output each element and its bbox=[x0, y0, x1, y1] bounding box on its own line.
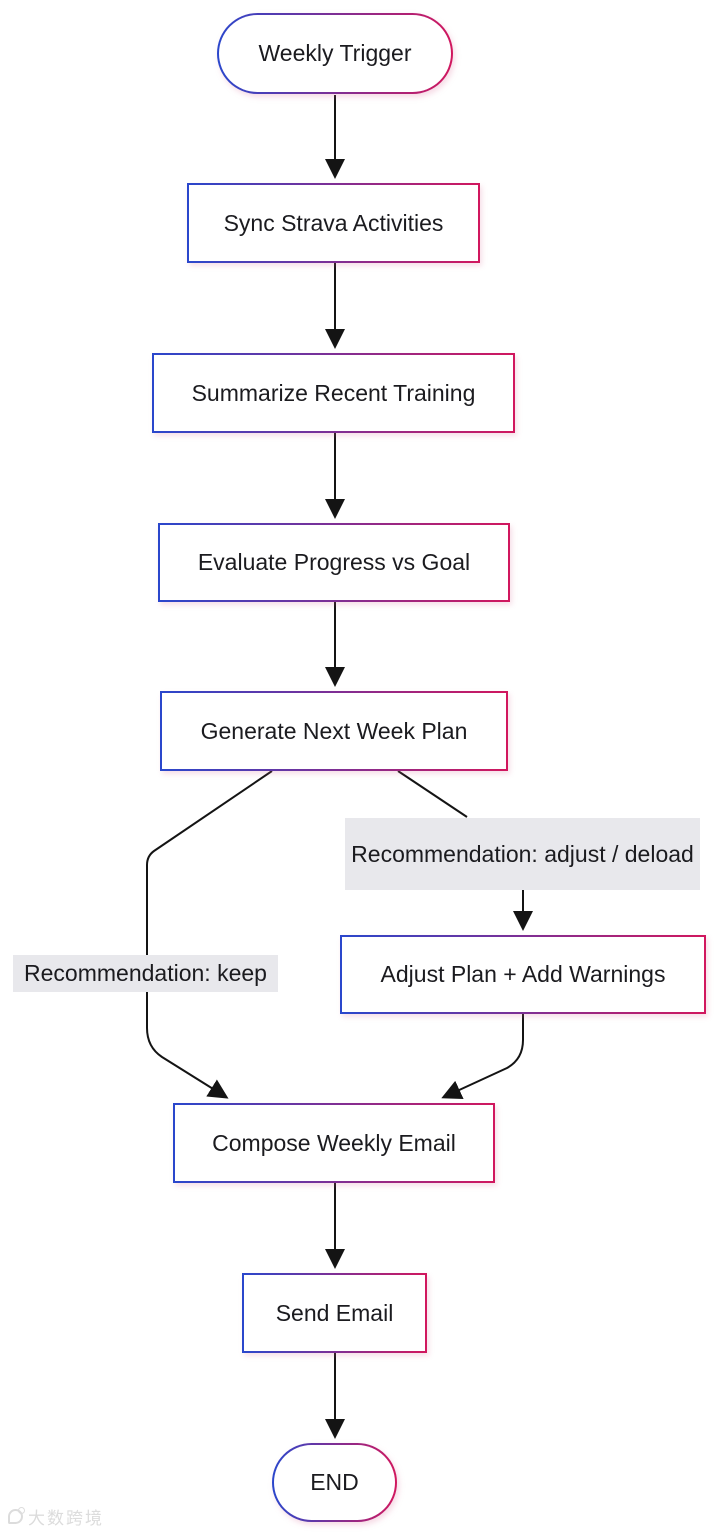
watermark-logo-icon bbox=[8, 1507, 25, 1524]
node-compose-weekly-email: Compose Weekly Email bbox=[173, 1103, 495, 1183]
node-generate-next-week-plan: Generate Next Week Plan bbox=[160, 691, 508, 771]
node-summarize-recent-training: Summarize Recent Training bbox=[152, 353, 515, 433]
node-send-email: Send Email bbox=[242, 1273, 427, 1353]
edge-label-recommendation-adjust-deload-text: Recommendation: adjust / deload bbox=[351, 841, 694, 867]
edge-generate-keep-to-compose bbox=[146, 770, 273, 1099]
node-evaluate-progress-vs-goal: Evaluate Progress vs Goal bbox=[158, 523, 510, 602]
edge-generate-to-adjust-label bbox=[397, 770, 468, 818]
watermark: 大数跨境 bbox=[8, 1504, 104, 1529]
node-sync-strava-activities: Sync Strava Activities bbox=[187, 183, 480, 263]
edge-adjust-to-compose bbox=[441, 1013, 524, 1099]
node-sync-strava-activities-label: Sync Strava Activities bbox=[223, 209, 444, 236]
edge-label-recommendation-keep-text: Recommendation: keep bbox=[24, 960, 267, 986]
node-send-email-label: Send Email bbox=[275, 1299, 394, 1326]
node-evaluate-progress-vs-goal-label: Evaluate Progress vs Goal bbox=[197, 549, 471, 575]
node-end-body: END bbox=[274, 1445, 395, 1520]
edge-label-recommendation-adjust-deload: Recommendation: adjust / deload bbox=[345, 818, 700, 890]
node-weekly-trigger-body: Weekly Trigger bbox=[219, 15, 451, 92]
node-summarize-recent-training-label: Summarize Recent Training bbox=[191, 379, 476, 406]
watermark-text: 大数跨境 bbox=[28, 1509, 104, 1528]
node-weekly-trigger: Weekly Trigger bbox=[217, 13, 453, 94]
node-adjust-plan-add-warnings-label: Adjust Plan + Add Warnings bbox=[380, 961, 666, 987]
node-end-label: END bbox=[310, 1469, 359, 1495]
node-adjust-plan-add-warnings: Adjust Plan + Add Warnings bbox=[340, 935, 706, 1014]
node-end: END bbox=[272, 1443, 397, 1522]
node-compose-weekly-email-label: Compose Weekly Email bbox=[212, 1129, 456, 1156]
node-generate-next-week-plan-label: Generate Next Week Plan bbox=[200, 717, 468, 744]
edge-label-recommendation-keep: Recommendation: keep bbox=[13, 955, 278, 992]
node-weekly-trigger-label: Weekly Trigger bbox=[258, 40, 412, 66]
